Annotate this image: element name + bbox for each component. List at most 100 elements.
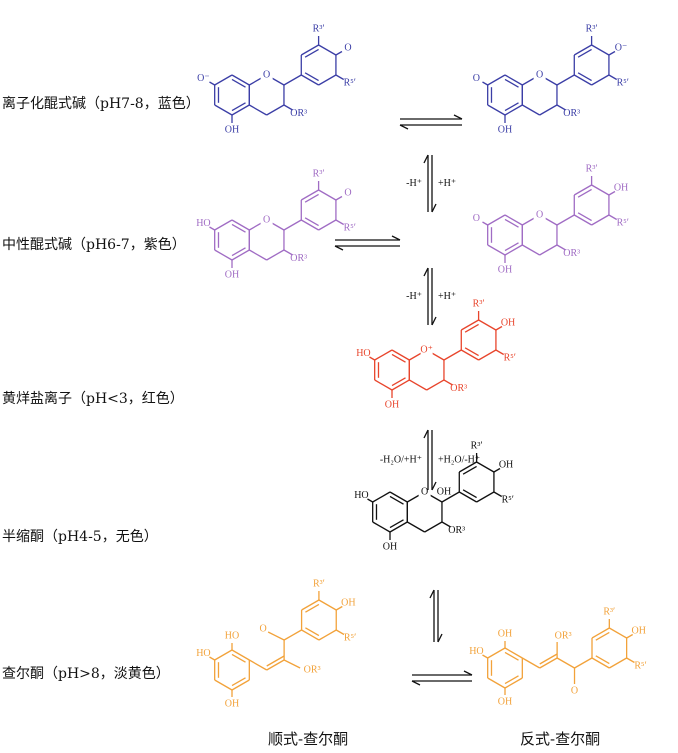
- ring-bond: [408, 379, 427, 391]
- ring-bond: [391, 349, 410, 361]
- b4-substituent: OH: [614, 182, 628, 193]
- a5-substituent: OH: [225, 269, 239, 280]
- ring-bond: [573, 44, 592, 56]
- ring-bond: [504, 244, 523, 256]
- caption-trans-chalcone: 反式-查尔酮: [520, 730, 601, 748]
- a5-substituent: OH: [498, 264, 512, 275]
- bond: [556, 657, 575, 669]
- substituent-bond: [556, 104, 566, 111]
- arrowhead: [411, 680, 421, 686]
- ring-bond: [591, 214, 610, 226]
- substituent-bond: [335, 219, 345, 226]
- ring-bond: [214, 104, 233, 116]
- ring-bond: [214, 649, 233, 661]
- arrow-label-right: +H⁺: [438, 291, 456, 302]
- ring-bond: [266, 104, 285, 116]
- ring-bond: [391, 379, 410, 391]
- r3-substituent: R³′: [473, 298, 485, 309]
- ring-bond: [608, 627, 627, 639]
- r5-substituent: R⁵′: [344, 77, 356, 88]
- ring-bond: [300, 44, 319, 56]
- ring-bond: [318, 629, 337, 641]
- substituent-bond: [482, 654, 489, 659]
- ring-bond: [318, 74, 337, 86]
- caption-cis-chalcone: 顺式-查尔酮: [268, 730, 349, 748]
- a5-substituent: OH: [225, 124, 239, 135]
- substituent-bond: [495, 325, 503, 331]
- bond: [248, 659, 268, 671]
- substituent-bond: [608, 190, 616, 196]
- double-bond: [462, 465, 477, 475]
- substituent-bond: [209, 81, 216, 86]
- ring-bond: [389, 521, 408, 533]
- arrowhead: [399, 124, 409, 130]
- double-bond: [577, 72, 592, 82]
- substituent-bond: [626, 657, 635, 664]
- double-bond: [231, 102, 246, 112]
- double-bond: [504, 218, 519, 228]
- ring-bond: [573, 214, 592, 226]
- ring-bond: [374, 379, 393, 391]
- ring-bond: [424, 521, 443, 533]
- double-bond: [389, 519, 404, 529]
- ring-bond: [214, 249, 233, 261]
- b4-substituent: OH: [501, 317, 515, 328]
- ring-bond: [573, 184, 592, 196]
- arrowhead: [431, 203, 437, 213]
- c2-b-ring-bond: [443, 349, 462, 361]
- substituent-bond: [493, 467, 501, 473]
- double-bond: [231, 653, 246, 663]
- r3-substituent: R³′: [313, 168, 325, 179]
- substituent-bond: [482, 221, 489, 226]
- ring-bond: [231, 649, 250, 661]
- bond: [266, 659, 285, 671]
- double-bond: [389, 495, 404, 505]
- ring-bond: [487, 647, 506, 659]
- substituent-bond: [283, 249, 293, 256]
- arrowhead: [429, 589, 435, 599]
- double-bond: [305, 603, 320, 613]
- ring-bond: [504, 104, 523, 116]
- substituent-bond: [209, 656, 216, 661]
- r3-substituent: R³′: [586, 163, 598, 174]
- ring-bond: [231, 104, 250, 116]
- double-bond: [231, 247, 246, 257]
- ring-oxygen: O: [536, 69, 543, 80]
- or3-substituent: OR³: [450, 383, 467, 394]
- arrowhead: [423, 154, 429, 164]
- double-bond: [595, 655, 610, 665]
- equilibrium-arrow-red-hemiketal: -H₂O/+H⁺+H₂O/-H⁺: [380, 429, 480, 491]
- arrow-label-left: -H₂O/+H⁺: [380, 454, 422, 465]
- substituent-bond: [335, 50, 343, 56]
- a7-substituent: HO: [469, 646, 483, 657]
- bond: [539, 657, 558, 669]
- ring-bond: [487, 104, 506, 116]
- a6-substituent: OH: [498, 696, 512, 707]
- a7-substituent: HO: [196, 648, 210, 659]
- r5-substituent: R⁵′: [617, 77, 629, 88]
- ring-bond: [372, 491, 391, 503]
- ring-oxygen: O⁺: [420, 344, 433, 355]
- a5-substituent: OH: [383, 541, 397, 552]
- ring-bond: [504, 74, 523, 86]
- ring-bond: [487, 677, 506, 689]
- double-bond: [504, 675, 519, 685]
- bond: [283, 629, 302, 641]
- ring-bond: [478, 319, 497, 331]
- double-bond: [304, 193, 319, 203]
- ring-bond: [214, 74, 233, 86]
- ring-bond: [458, 491, 477, 503]
- arrowhead: [391, 235, 401, 241]
- ring-bond: [476, 461, 495, 473]
- arrowhead: [431, 481, 437, 491]
- ring-bond: [426, 379, 445, 391]
- double-bond: [577, 188, 592, 198]
- double-bond: [462, 489, 477, 499]
- substituent-bond: [335, 74, 345, 81]
- substituent-bond: [556, 244, 566, 251]
- r3-substituent: R³′: [603, 606, 615, 617]
